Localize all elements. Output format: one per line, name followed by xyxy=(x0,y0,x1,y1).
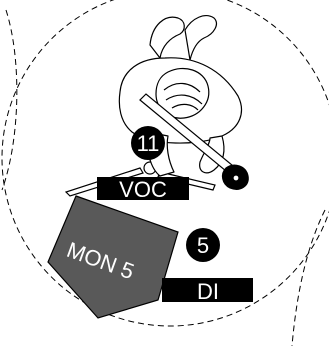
left-area-arc xyxy=(1,9,18,191)
right-area-arc xyxy=(291,209,326,346)
di-channel-number: 5 xyxy=(197,233,209,258)
performer-area-circle xyxy=(1,0,329,327)
wedge-monitor-icon: MON 5 xyxy=(47,195,179,319)
di-input-label: DI xyxy=(162,278,253,304)
vocal-label-text: VOC xyxy=(119,177,167,202)
vocal-input-label: VOC xyxy=(97,177,189,202)
di-channel-badge: 5 xyxy=(186,228,220,262)
guitar-icon xyxy=(139,93,249,190)
guitarist-top-view-icon xyxy=(118,15,243,177)
vocal-channel-badge: 11 xyxy=(131,126,165,160)
vocal-channel-number: 11 xyxy=(137,131,160,156)
di-label-text: DI xyxy=(197,279,219,304)
